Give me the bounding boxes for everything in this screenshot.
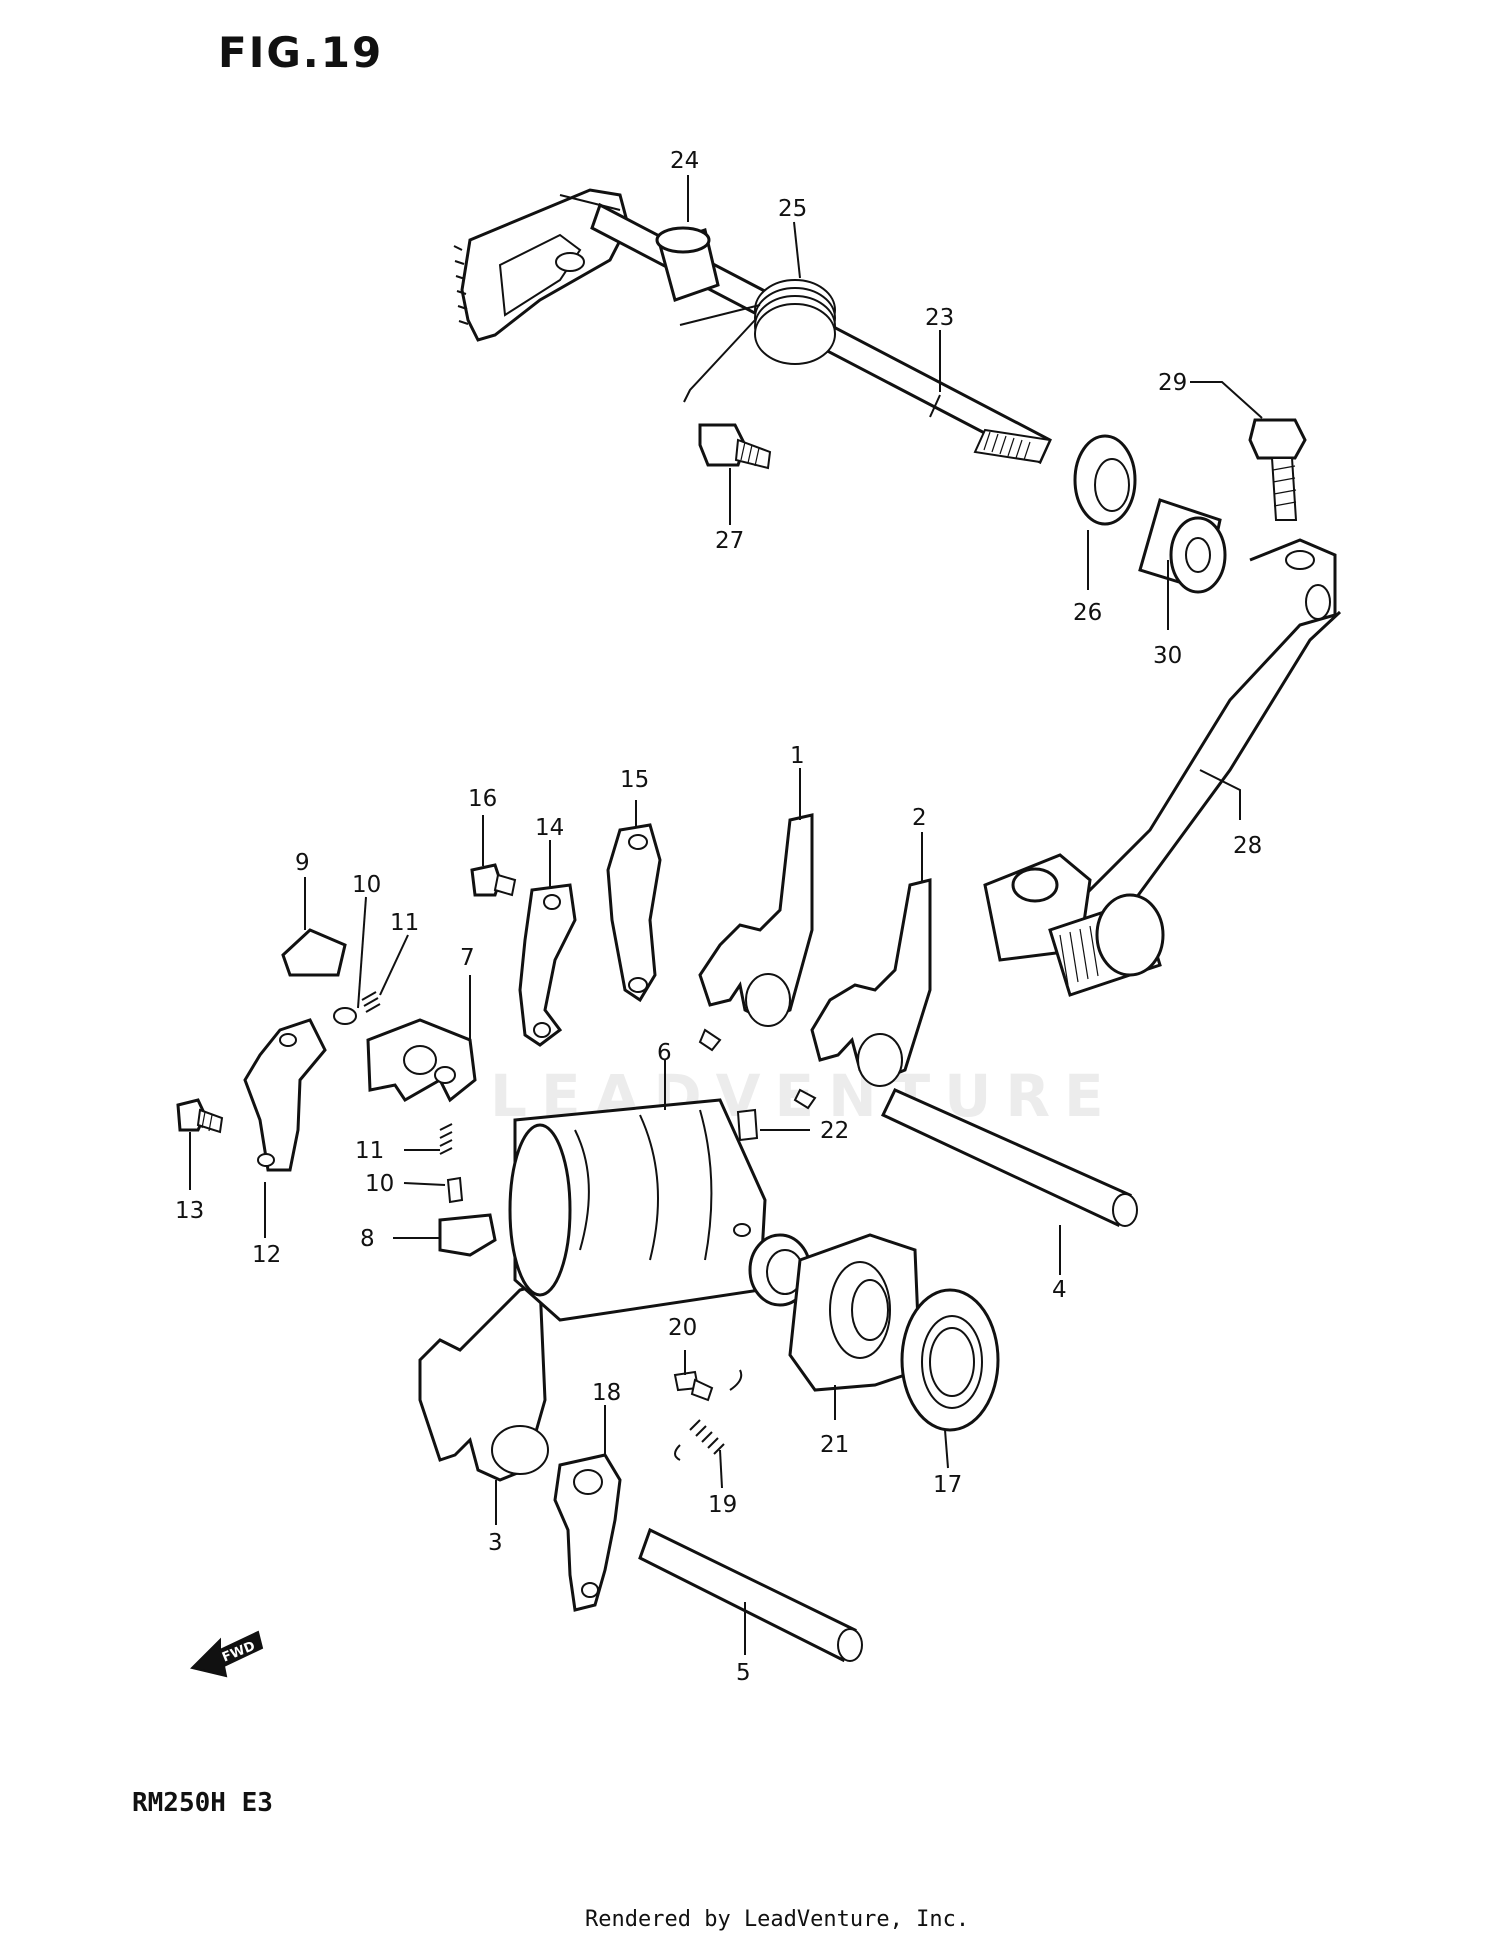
label-12: 12 — [252, 1242, 281, 1268]
stopper-plate-14-part[interactable] — [518, 883, 577, 1047]
label-10a: 10 — [352, 872, 381, 898]
gearshift-cam-part[interactable] — [508, 1098, 812, 1322]
cam-stopper-plate-part[interactable] — [366, 1018, 477, 1103]
spring-stopper-bolt-part[interactable] — [698, 423, 772, 470]
pawl-lifter-18-part[interactable] — [553, 1453, 622, 1612]
label-19: 19 — [708, 1492, 737, 1518]
shift-fork-1-part[interactable] — [698, 813, 814, 1052]
label-28: 28 — [1233, 833, 1262, 859]
label-2: 2 — [912, 805, 927, 831]
label-5: 5 — [736, 1660, 751, 1686]
label-11b: 11 — [355, 1138, 384, 1164]
stopper-plate-15-part[interactable] — [606, 823, 662, 1003]
pin-22-part[interactable] — [736, 1108, 759, 1142]
oil-seal-part[interactable] — [1073, 434, 1137, 526]
gearshift-shaft-part[interactable] — [453, 188, 1052, 465]
label-29: 29 — [1158, 370, 1187, 396]
label-20: 20 — [668, 1315, 697, 1341]
label-17: 17 — [933, 1472, 962, 1498]
forward-arrow-icon: FWD — [190, 1630, 264, 1678]
gear-shift-pawl-8-part[interactable] — [438, 1213, 497, 1257]
label-3: 3 — [488, 1530, 503, 1556]
pedal-bolt-part[interactable] — [1248, 418, 1307, 521]
spring-19-part[interactable] — [674, 1369, 743, 1461]
label-23: 23 — [925, 305, 954, 331]
shift-fork-2-part[interactable] — [793, 878, 932, 1110]
label-18: 18 — [592, 1380, 621, 1406]
label-1: 1 — [790, 743, 805, 769]
fork-shaft-5-part[interactable] — [638, 1527, 863, 1663]
label-15: 15 — [620, 767, 649, 793]
screw-20-part[interactable] — [673, 1370, 714, 1402]
shaft-bushing-part[interactable] — [655, 226, 720, 302]
label-30: 30 — [1153, 643, 1182, 669]
bearing-part[interactable] — [900, 1288, 1000, 1432]
leader-lines — [189, 175, 1263, 1655]
cam-stopper-12-part[interactable] — [243, 1018, 327, 1172]
fork-shaft-4-part[interactable] — [880, 1088, 1138, 1228]
label-22: 22 — [820, 1118, 849, 1144]
label-27: 27 — [715, 528, 744, 554]
pawl-spring-11b-part[interactable] — [439, 1123, 453, 1155]
pawl-pin-10a-part[interactable] — [333, 1007, 357, 1025]
gear-shift-pawl-9-part[interactable] — [281, 928, 347, 977]
label-21: 21 — [820, 1432, 849, 1458]
render-credit: Rendered by LeadVenture, Inc. — [585, 1907, 970, 1932]
label-4: 4 — [1052, 1277, 1067, 1303]
label-10b: 10 — [365, 1171, 394, 1197]
spacer-part[interactable] — [1138, 498, 1227, 594]
figure-title: FIG.19 — [218, 28, 384, 77]
label-26: 26 — [1073, 600, 1102, 626]
label-16: 16 — [468, 786, 497, 812]
label-24: 24 — [670, 148, 699, 174]
screw-16-part[interactable] — [470, 863, 517, 897]
cam-driven-gear-part[interactable] — [788, 1233, 922, 1392]
label-11a: 11 — [390, 910, 419, 936]
label-7: 7 — [460, 945, 475, 971]
gearshift-lever-part[interactable] — [983, 538, 1342, 997]
shift-fork-3-part[interactable] — [418, 1283, 549, 1482]
callout-labels: 24 25 23 29 27 26 30 28 1 2 15 14 16 9 1… — [175, 148, 1262, 1686]
label-6: 6 — [657, 1040, 672, 1066]
label-25: 25 — [778, 196, 807, 222]
label-8: 8 — [360, 1226, 375, 1252]
label-13: 13 — [175, 1198, 204, 1224]
label-9: 9 — [295, 850, 310, 876]
bolt-13-part[interactable] — [176, 1098, 224, 1134]
label-14: 14 — [535, 815, 564, 841]
model-code: RM250H E3 — [132, 1788, 273, 1818]
pawl-pin-10b-part[interactable] — [446, 1176, 464, 1204]
pawl-spring-11a-part[interactable] — [361, 991, 381, 1013]
return-spring-part[interactable] — [679, 279, 836, 403]
